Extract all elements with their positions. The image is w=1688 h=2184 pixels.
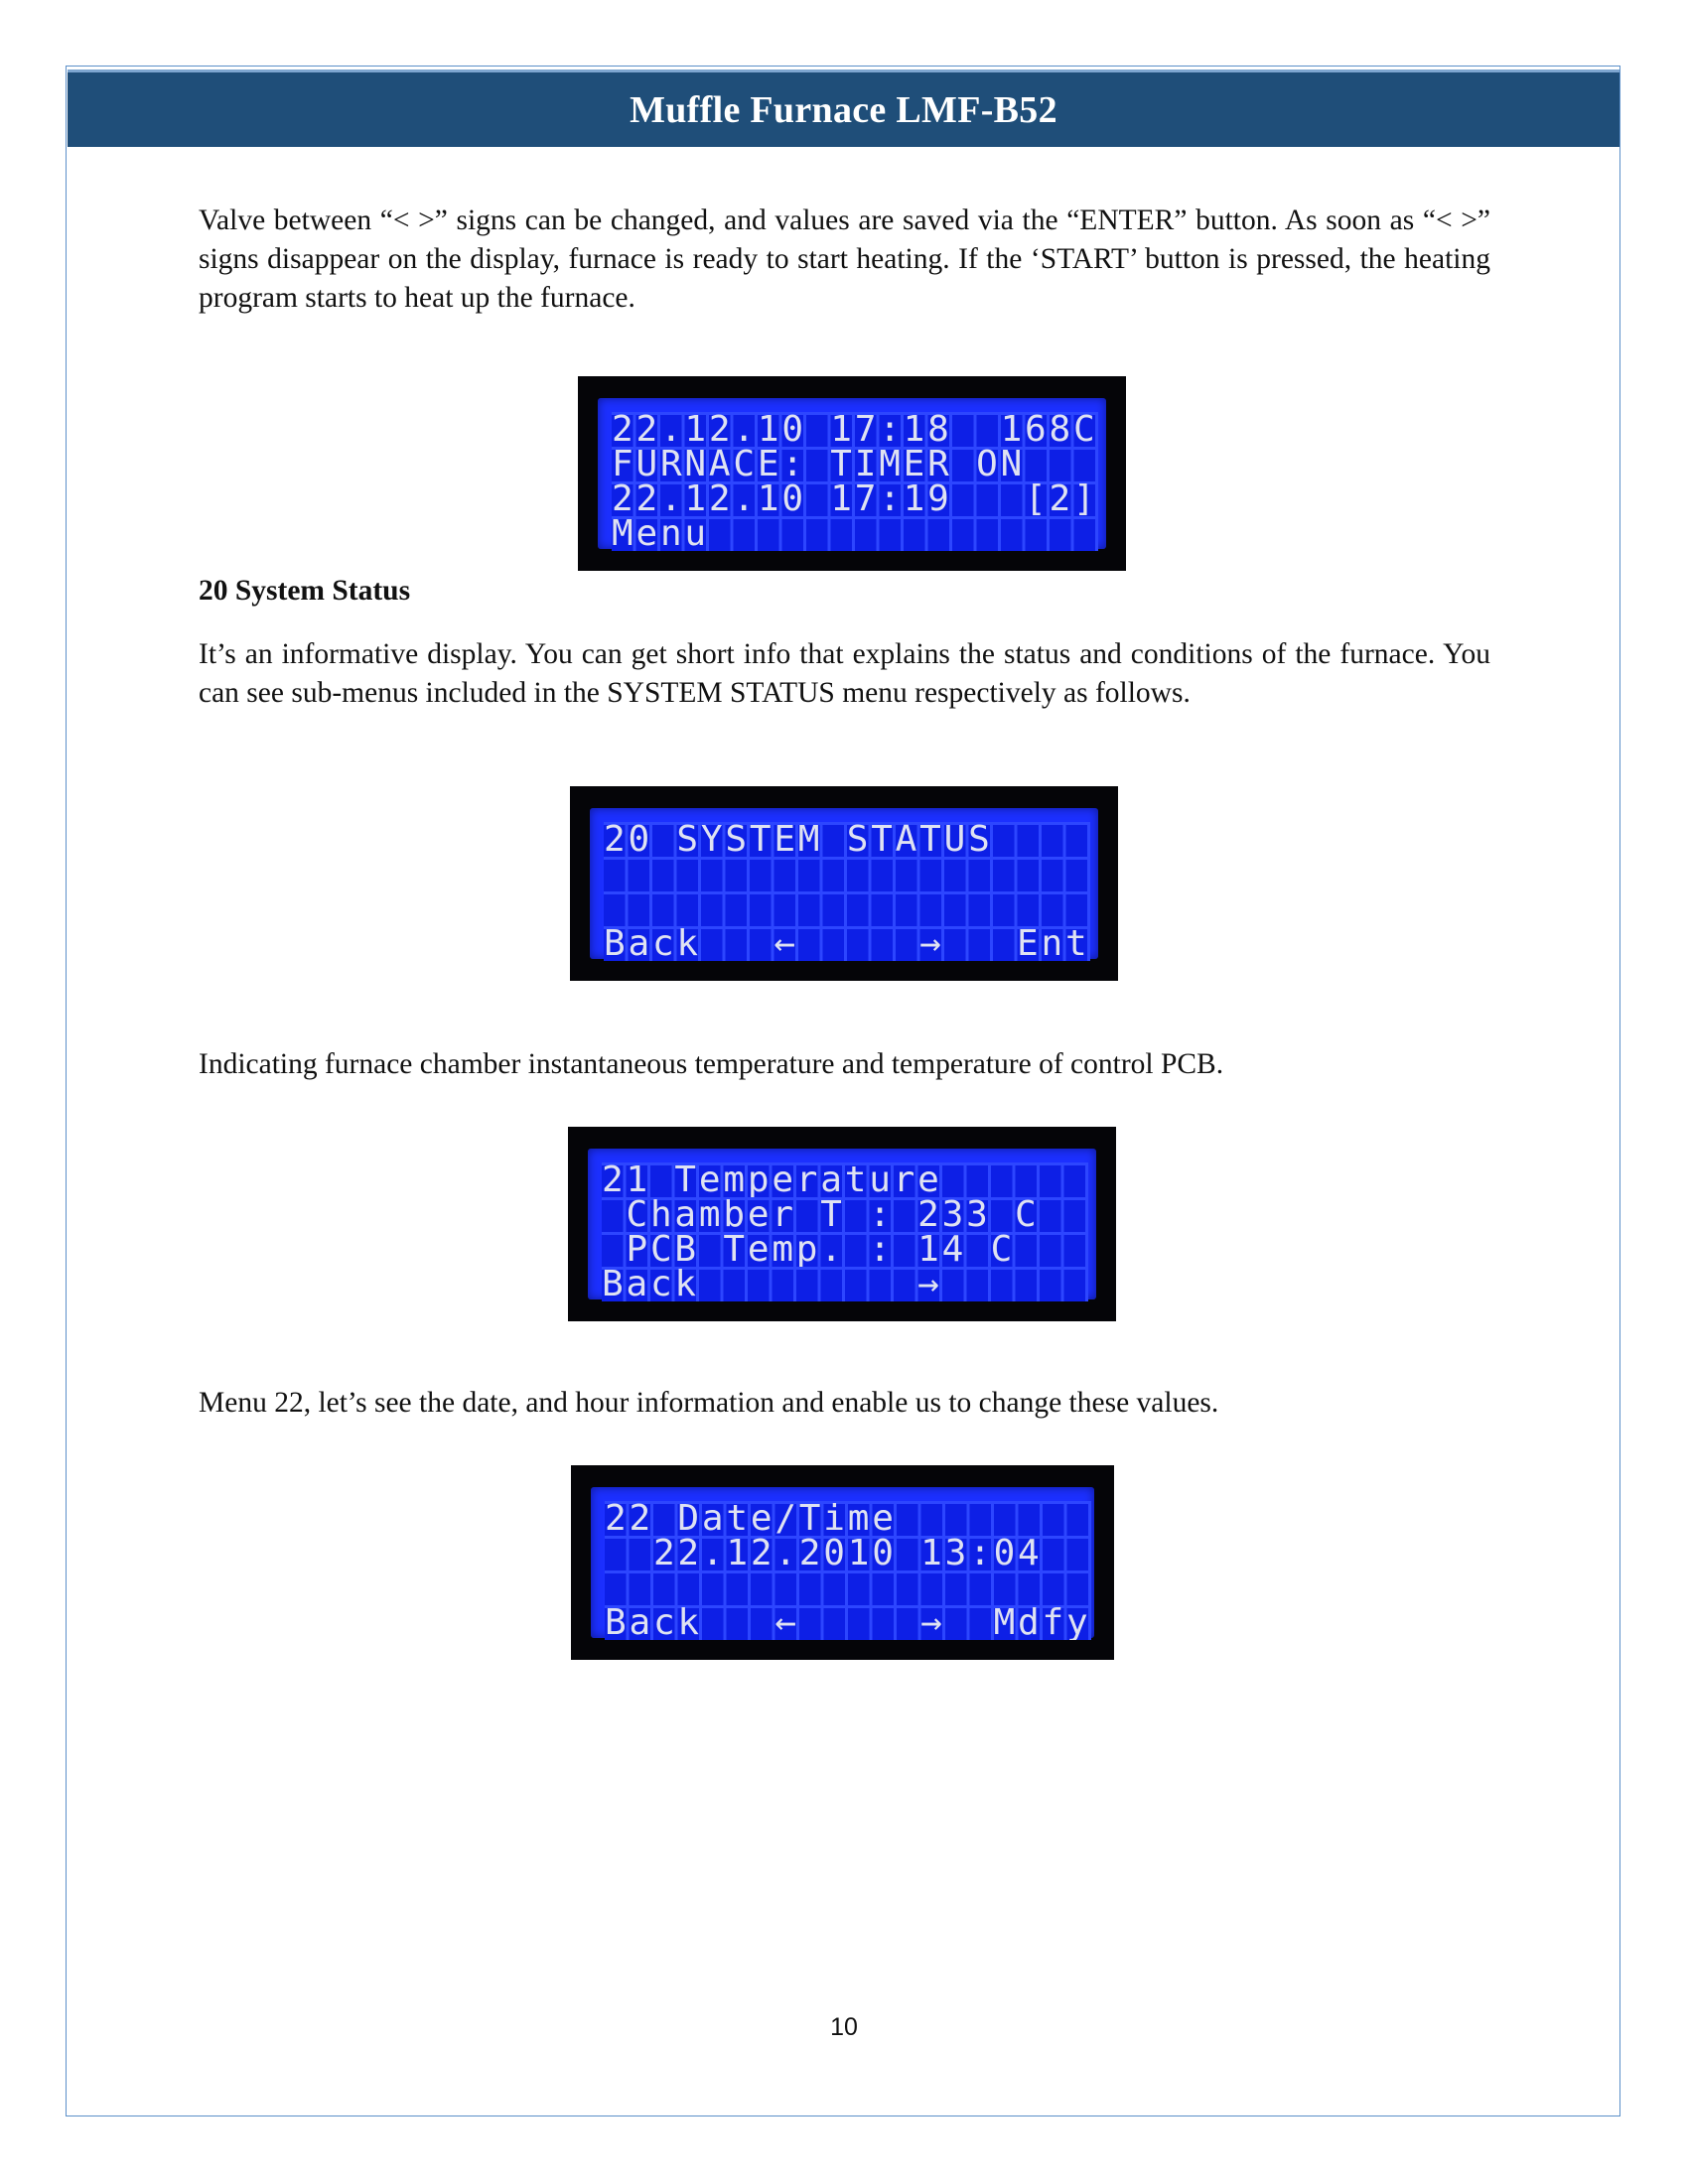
document-title: Muffle Furnace LMF-B52 — [630, 88, 1057, 131]
lcd-row: Back → — [602, 1267, 942, 1301]
lcd-display-datetime: 22 Date/Time 22.12.2010 13:04 Back ← → M… — [571, 1465, 1114, 1660]
lcd-row: FURNACE: TIMER ON — [612, 447, 1026, 481]
lcd-row: Back ← → Mdfy — [605, 1605, 1091, 1640]
lcd-row: 22.12.10 17:19 [2] — [612, 481, 1098, 516]
lcd-row: 22.12.2010 13:04 — [605, 1536, 1043, 1570]
intro-paragraph: Valve between “< >” signs can be changed… — [199, 205, 1490, 314]
lcd-display-timer: 22.12.10 17:18 168C FURNACE: TIMER ON 22… — [578, 376, 1126, 571]
lcd-row: Back ← → Ent — [604, 926, 1090, 961]
lcd-display-temperature: 21 Temperature Chamber T : 233 C PCB Tem… — [568, 1127, 1116, 1321]
lcd-row: 22 Date/Time — [605, 1501, 897, 1536]
page-header: Muffle Furnace LMF-B52 — [68, 69, 1619, 147]
section-heading: 20 System Status — [199, 575, 411, 607]
datetime-paragraph: Menu 22, let’s see the date, and hour in… — [199, 1387, 1219, 1419]
page-number: 10 — [830, 2013, 858, 2041]
system-status-paragraph: It’s an informative display. You can get… — [199, 638, 1490, 709]
lcd-row: Chamber T : 233 C — [602, 1197, 1040, 1232]
lcd-row: 22.12.10 17:18 168C — [612, 412, 1098, 447]
lcd-row: PCB Temp. : 14 C — [602, 1232, 1016, 1267]
lcd-row: 21 Temperature — [602, 1162, 942, 1197]
lcd-row: 20 SYSTEM STATUS — [604, 822, 993, 857]
lcd-row — [604, 857, 1090, 891]
lcd-row — [605, 1570, 1091, 1605]
temperature-paragraph: Indicating furnace chamber instantaneous… — [199, 1048, 1224, 1080]
page-frame — [66, 66, 1620, 2116]
lcd-row: Menu — [612, 516, 709, 551]
lcd-display-system-status: 20 SYSTEM STATUS Back ← → Ent — [570, 786, 1118, 981]
lcd-row — [604, 891, 1090, 926]
